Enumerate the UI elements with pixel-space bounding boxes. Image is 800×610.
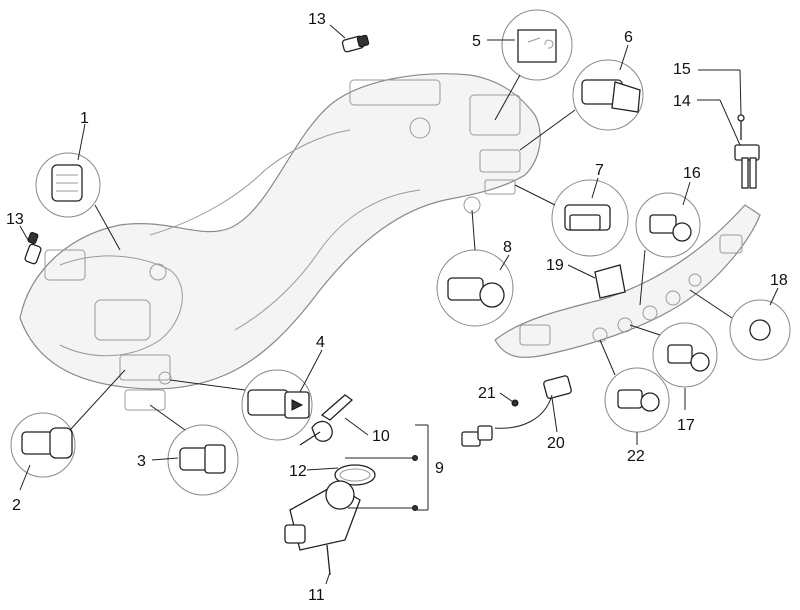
leader-lines	[19, 24, 779, 585]
callout-20: 20	[547, 435, 565, 452]
handlebar-cover-outline	[19, 73, 541, 411]
part-13-bulb-left	[24, 231, 42, 265]
part-bubble-4	[169, 369, 313, 441]
callout-4: 4	[316, 334, 325, 351]
callout-10: 10	[372, 428, 390, 445]
part-bubble-5	[494, 9, 573, 121]
dashboard-panel-outline	[494, 204, 761, 358]
callout-2: 2	[12, 497, 21, 514]
callout-6: 6	[624, 29, 633, 46]
callout-11: 11	[308, 587, 325, 604]
part-bubble-16	[635, 192, 701, 306]
part-bubble-1	[35, 152, 121, 251]
part-19-pad	[594, 264, 626, 299]
callout-3: 3	[137, 453, 146, 470]
callout-9: 9	[435, 460, 444, 477]
callout-16: 16	[683, 165, 701, 182]
callout-13-top: 13	[308, 11, 326, 28]
part-20-21-ignition-wire	[461, 375, 572, 447]
part-bubble-7	[514, 179, 629, 257]
part-bubble-3	[149, 404, 239, 496]
callout-17: 17	[677, 417, 695, 434]
callout-1: 1	[80, 110, 89, 127]
callout-18: 18	[770, 272, 788, 289]
callout-8: 8	[503, 239, 512, 256]
part-14-15-sensor	[734, 114, 760, 189]
callout-5: 5	[472, 33, 481, 50]
callout-14: 14	[673, 93, 691, 110]
part-bubble-17	[629, 322, 718, 388]
part-bubble-2	[10, 369, 126, 478]
part-bubble-8	[436, 209, 514, 327]
part-13-bulb-top	[341, 34, 370, 53]
callout-15: 15	[673, 61, 691, 78]
callout-13-left: 13	[6, 211, 24, 228]
part-bubble-6	[519, 59, 644, 151]
part-bubble-18	[689, 289, 791, 361]
callout-7: 7	[595, 162, 604, 179]
callout-12: 12	[289, 463, 307, 480]
callout-21: 21	[478, 385, 496, 402]
callout-19: 19	[546, 257, 564, 274]
callout-labels: 1 2 3 4 5 6 7 8 9 10 11 12 13 13 14 15 1…	[6, 11, 788, 604]
callout-22: 22	[627, 448, 645, 465]
part-9-10-11-12-ignition-lock	[284, 394, 376, 576]
